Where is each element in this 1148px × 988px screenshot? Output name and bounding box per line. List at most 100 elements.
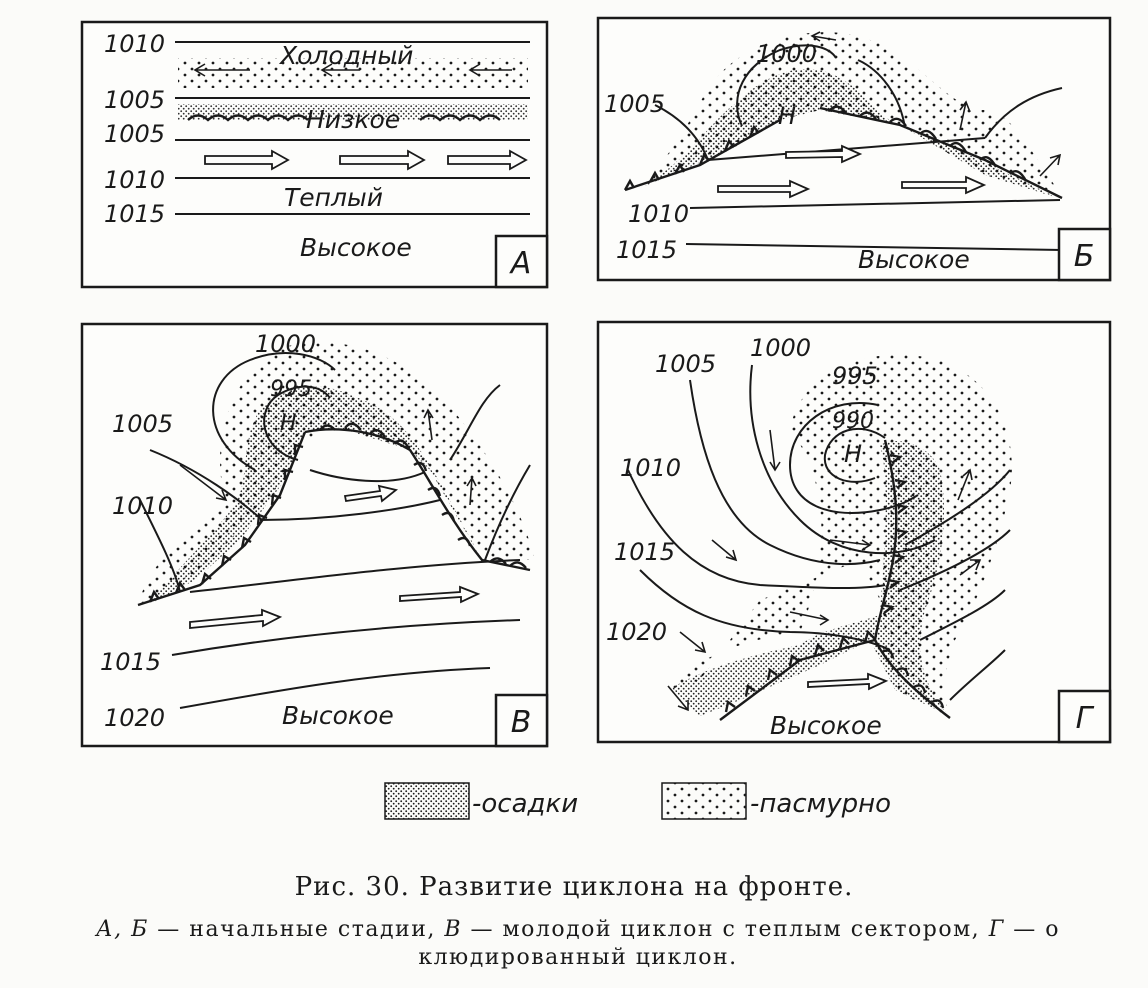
panel-v-warm-arrow: [399, 585, 481, 604]
panel-v-isobar: [263, 385, 331, 461]
panel-g-warm-front-bumps: [881, 649, 945, 709]
panel-g-isobar-label: 1015: [614, 538, 675, 566]
panel-b-tag-box: [1057, 227, 1112, 282]
panel-v-tag-box: [494, 693, 549, 748]
panel-v-isobar: [449, 384, 501, 461]
panel-b-isobar: [685, 243, 1063, 251]
panel-a-stationary-front: [187, 114, 501, 122]
panel-g-isobar: [919, 589, 1006, 641]
panel-g-cold-front: [719, 638, 876, 721]
panel-a-tag: А: [509, 246, 532, 281]
panel-v-isobar: [212, 352, 336, 471]
panel-v-high-label: Высокое: [282, 701, 394, 730]
panel-a-isobar-label: 1015: [104, 200, 165, 228]
panel-v-isobar-label: 1020: [104, 704, 165, 732]
panel-v-isobar: [171, 619, 521, 656]
panel-g-tag-box: [1057, 689, 1112, 744]
panel-g-isobar: [904, 469, 1011, 546]
panel-v-isobar-label: 1010: [112, 492, 173, 520]
panel-b-warm-arrow: [901, 175, 987, 195]
panel-b-isobar-label: 1000: [756, 40, 817, 68]
panel-g-isobar-label: 1000: [750, 334, 811, 362]
panel-g-flow-arrow: [957, 468, 973, 501]
panel-g-warm-arrow: [807, 672, 889, 691]
panel-g-flow-arrow: [829, 539, 872, 551]
panel-v-warm-front-bumps: [319, 422, 527, 569]
panel-g-flow-arrow: [679, 631, 707, 654]
panel-a-warm-label: Теплый: [284, 183, 383, 212]
panel-g-cold-front-teeth: [724, 629, 875, 713]
panel-v-warm-arrow: [343, 484, 399, 503]
panel-b-tag: Б: [1074, 239, 1095, 274]
legend-overcast-swatch: [661, 782, 747, 820]
panel-a-cold-arrow: [468, 63, 512, 77]
panel-a-cold-arrow: [193, 63, 250, 77]
panel-v-tag: В: [511, 705, 532, 740]
panel-b-warm-arrow: [785, 144, 863, 164]
caption-panel-ref: А, Б: [95, 917, 149, 942]
panel-v-isobar: [309, 469, 426, 483]
legend: -осадки -пасмурно: [384, 782, 891, 820]
caption-text: — о: [1004, 917, 1060, 942]
panel-b-flow-arrow: [810, 31, 837, 42]
panel-a-tag-box: [494, 234, 549, 289]
figure-caption-title: Рис. 30. Развитие циклона на фронте.: [294, 872, 854, 902]
panel-b-precip-area: [640, 69, 1058, 198]
panel-g-isobar: [639, 569, 891, 651]
panel-a-cold-label: Холодный: [278, 41, 413, 70]
panel-b-isobar: [857, 59, 906, 129]
panel-b-center-label: Н: [778, 102, 796, 130]
panel-g-overcast-area: [668, 354, 1012, 718]
panel-v-cold-front-teeth: [148, 443, 304, 603]
panel-v-isobar: [259, 499, 441, 521]
caption-panel-ref: В: [444, 917, 463, 942]
panel-v-isobar-label: 995: [270, 377, 312, 402]
panel-g-warm-front: [873, 639, 951, 719]
figure-caption-description: А, Б — начальные стадии, В — молодой цик…: [18, 916, 1138, 972]
panel-b-warm-front-bumps: [829, 105, 1028, 182]
panel-b-isobar: [654, 104, 709, 161]
panel-v-isobar: [484, 464, 531, 561]
panel-v-overcast-area: [138, 342, 535, 605]
panel-b-flow-arrow: [959, 100, 971, 131]
panel-v-isobar: [149, 449, 263, 521]
panel-b-isobar-label: 1010: [628, 200, 689, 228]
panel-v-isobar: [189, 559, 521, 593]
panel-v-isobar-label: 1005: [112, 410, 173, 438]
legend-overcast-label: -пасмурно: [750, 789, 891, 819]
panel-a-high-label: Высокое: [300, 233, 412, 262]
panel-a-precip-band: [178, 104, 528, 120]
panel-g-isobar-label: 1020: [606, 618, 667, 646]
panel-v-flow-arrow: [466, 476, 477, 506]
panel-a-isobar-label: 1010: [104, 30, 165, 58]
panel-g: 1005 1000 995 990 1010 1015 1020 Н Высок…: [596, 320, 1112, 744]
panel-v: 1000 995 1005 1010 1015 1020 Н Высокое В: [80, 322, 549, 748]
panel-g-flow-arrow: [769, 429, 781, 472]
panel-g-center-label: Н: [844, 440, 862, 468]
panel-g-flow-arrow: [959, 559, 982, 576]
panel-b-cold-front-teeth: [623, 124, 760, 191]
panel-g-isobar: [627, 469, 886, 590]
panel-b: 1000 1005 1010 1015 Н Высокое Б: [596, 16, 1112, 282]
panel-g-flow-arrow: [789, 611, 830, 626]
panel-b-isobar: [689, 199, 1061, 209]
panel-a-warm-arrow: [339, 149, 426, 171]
panel-b-high-label: Высокое: [858, 245, 970, 274]
panel-a-cold-arrow: [320, 63, 360, 77]
panel-b-isobar: [984, 87, 1063, 139]
legend-precip-swatch: [384, 782, 470, 820]
caption-text: клюдированный циклон.: [418, 945, 738, 970]
panel-g-flow-arrow: [711, 539, 738, 562]
panel-b-isobar: [736, 44, 837, 127]
panel-v-warm-front: [304, 428, 531, 572]
panel-g-flow-arrow: [667, 685, 689, 712]
panel-b-isobar-label: 1005: [604, 90, 665, 118]
panel-g-isobar-label: 995: [832, 362, 878, 390]
panel-g-isobar: [823, 428, 886, 483]
panel-g-isobar: [949, 649, 1006, 701]
panel-a: 1010 1005 1005 1010 1015 Холодный Низкое…: [80, 20, 549, 289]
panel-a-warm-arrow: [204, 149, 290, 171]
panel-g-isobar: [899, 529, 1011, 591]
